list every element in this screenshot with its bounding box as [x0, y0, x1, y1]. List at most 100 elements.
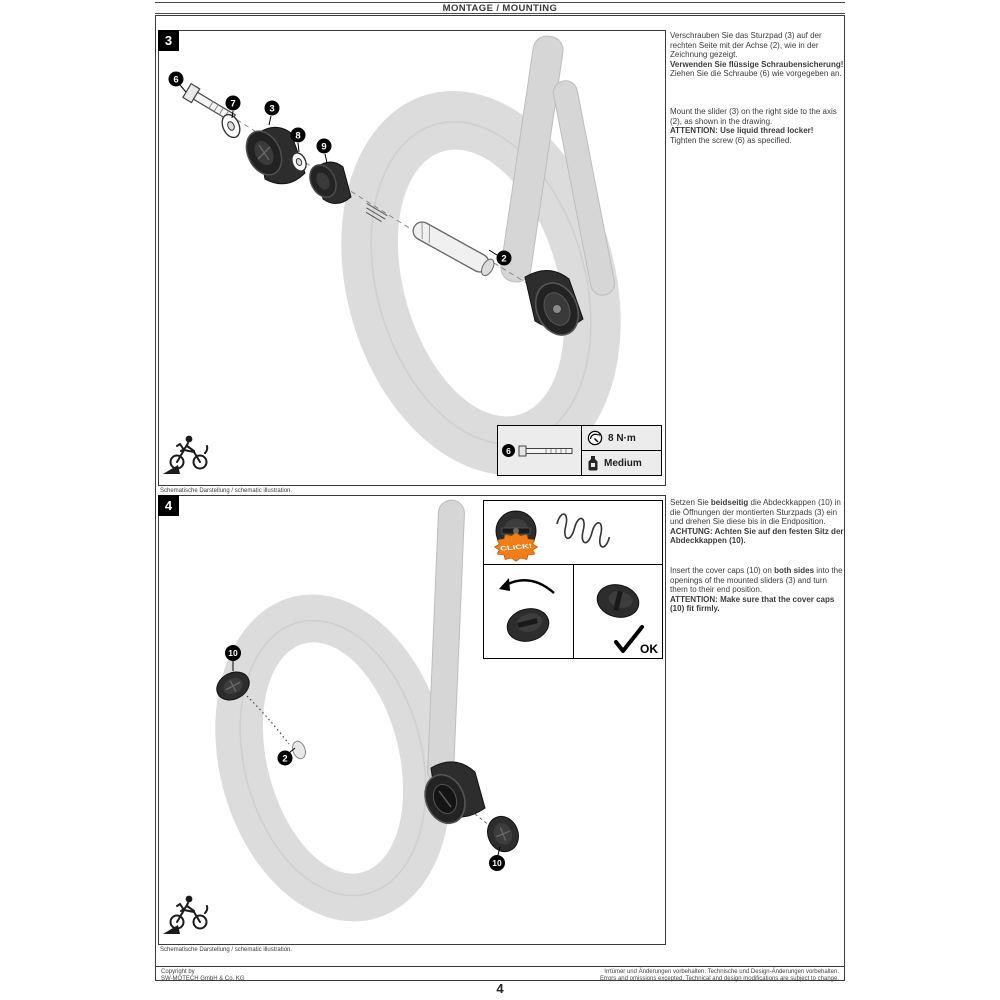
page-title: MONTAGE / MOUNTING — [442, 3, 558, 14]
spring-coils — [556, 513, 611, 548]
footer-rule — [156, 966, 844, 967]
step4-illustration: 10 2 10 — [215, 499, 519, 922]
cap-three-quarter-view — [506, 608, 550, 642]
step3-illustration: 6 7 3 8 — [168, 35, 621, 475]
step4-en-seg1: Insert the cover caps (10) on — [670, 565, 775, 575]
insertion-path — [246, 695, 290, 745]
step3-text-english: Mount the slider (3) on the right side t… — [670, 107, 844, 145]
threadlocker-value: Medium — [604, 457, 642, 469]
mounted-slider-screwhead — [552, 304, 562, 314]
click-label: CLICK! — [500, 542, 533, 552]
part-badge-2: 2 — [277, 747, 296, 766]
rotate-arrowhead — [499, 578, 510, 591]
content-frame: 6 7 3 8 — [155, 15, 845, 983]
axle-part — [412, 221, 495, 277]
washer-hole — [227, 121, 235, 131]
threadlocker-row: Medium — [582, 451, 661, 475]
coil-spring — [556, 513, 611, 548]
part-badge-10-top: 10 — [225, 645, 241, 671]
torque-wrench-icon — [587, 430, 603, 446]
header-rule-top — [155, 2, 845, 3]
part-badge-7-label: 7 — [230, 98, 235, 109]
step4-caption: Schematische Darstellung / schematic ill… — [160, 947, 293, 953]
screw-drawing — [518, 445, 573, 456]
roller-part — [309, 161, 352, 204]
wheel-center — [262, 642, 404, 874]
cap-final-position — [596, 584, 640, 618]
part-badge-9-label: 9 — [321, 141, 326, 152]
starburst-shape — [493, 532, 539, 562]
part-badge-6: 6 — [168, 71, 187, 93]
part-badge-10-bottom-label: 10 — [492, 858, 502, 868]
swingarm-front — [500, 35, 564, 283]
part-badge-3: 3 — [264, 100, 280, 126]
screw-threads — [208, 101, 229, 118]
step3-caption: Schematische Darstellung / schematic ill… — [160, 488, 293, 494]
ok-label: OK — [640, 642, 658, 656]
part-badge-8: 8 — [290, 127, 306, 153]
step4-de-seg1: Setzen Sie — [670, 498, 711, 507]
part-badge-10-bottom: 10 — [489, 846, 505, 871]
swingarm — [500, 35, 616, 296]
part-badge-7: 7 — [225, 95, 241, 119]
mounted-slider — [524, 270, 584, 336]
cap-slot — [517, 618, 538, 628]
axle-end — [481, 258, 495, 277]
thread-lines — [365, 202, 388, 223]
screw-drawing-threads — [545, 448, 567, 453]
step4-en-seg3: into the openings of the mounted sliders… — [670, 565, 843, 595]
page-number: 4 — [496, 981, 504, 996]
part-badge-2: 2 — [488, 249, 512, 266]
header-rule-bottom — [155, 13, 845, 14]
part-badge-2-label: 2 — [282, 753, 287, 764]
axle-end — [292, 740, 306, 760]
schematic-motorcycle-icon — [163, 891, 211, 935]
rear-wheel — [215, 594, 451, 922]
torque-spec-box: 6 8 N·m — [497, 425, 662, 476]
rotate-arrow — [501, 579, 555, 594]
cap-slot — [613, 590, 623, 612]
part-badge-9: 9 — [316, 138, 332, 164]
ok-inset-drawing: OK — [596, 584, 658, 656]
washer2-hole — [295, 158, 303, 166]
opening-tab — [438, 790, 452, 808]
screw-tip-sketch — [365, 202, 388, 223]
part-badge-2-label: 2 — [501, 253, 506, 264]
torque-part-badge: 6 — [502, 444, 515, 457]
step3-text-german: Verschrauben Sie das Sturzpad (3) auf de… — [670, 31, 844, 79]
checkmark-icon — [614, 625, 644, 653]
footer-disclaimer: Irrtümer und Änderungen vorbehalten. Tec… — [600, 969, 839, 983]
footer-copyright: Copyright by SW-MOTECH GmbH & Co. KG — [161, 969, 245, 983]
copyright-line-1: Copyright by — [161, 969, 195, 975]
part-badge-6-label: 6 — [173, 74, 178, 85]
step4-text-german: Setzen Sie beidseitig die Abdeckkappen (… — [670, 498, 844, 546]
part-badge-10-top-label: 10 — [228, 648, 238, 658]
washer-part — [221, 113, 241, 139]
cap-face-center — [513, 528, 519, 534]
slider-part — [245, 126, 306, 185]
torque-row: 8 N·m — [582, 426, 661, 451]
roller-hole — [316, 172, 330, 190]
click-starburst: CLICK! — [493, 532, 539, 562]
step3-instructions: Verschrauben Sie das Sturzpad (3) auf de… — [670, 31, 844, 145]
torque-screw-cell: 6 — [498, 426, 582, 475]
disclaimer-german: Irrtümer und Änderungen vorbehalten. Tec… — [604, 969, 839, 975]
step4-en-warning: ATTENTION: Make sure that the cover caps… — [670, 594, 835, 614]
inset-click-box: CLICK! — [483, 500, 663, 565]
part-badge-8-label: 8 — [295, 130, 300, 141]
screw-part — [182, 82, 237, 123]
disclaimer-english: Errors and omissions excepted. Technical… — [599, 976, 839, 982]
step4-panel: 10 2 10 4 — [158, 495, 666, 945]
axle-hatch — [421, 222, 431, 243]
copyright-line-2: SW-MOTECH GmbH & Co. KG — [161, 976, 245, 982]
mounted-slider — [424, 761, 486, 825]
inset-rotate-box — [483, 564, 574, 659]
threadlocker-bottle-icon — [588, 456, 598, 471]
step3-number-badge: 3 — [158, 30, 179, 51]
screw-drawing-shaft — [525, 447, 573, 454]
cap-slot — [496, 827, 510, 841]
step4-de-seg3: die Abdeckkappen (10) in die Öffnungen d… — [670, 498, 841, 527]
swingarm — [427, 499, 465, 785]
step4-text-english: Insert the cover caps (10) on both sides… — [670, 566, 844, 614]
